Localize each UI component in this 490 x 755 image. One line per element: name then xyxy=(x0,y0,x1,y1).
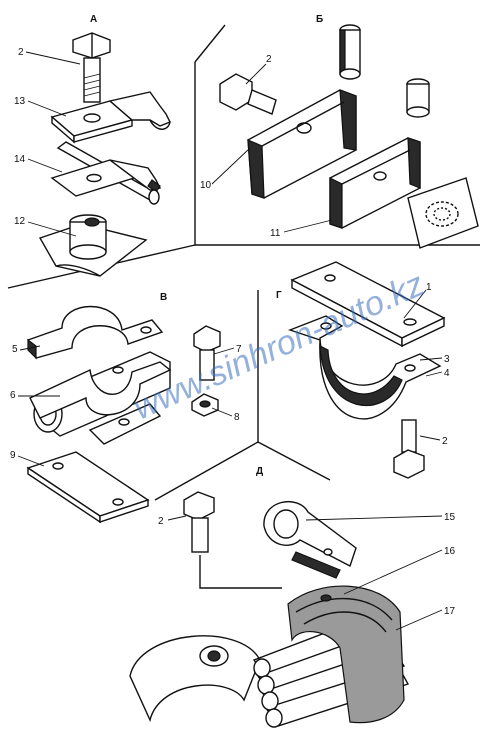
bracket-10 xyxy=(247,89,357,199)
section-v: В xyxy=(10,292,242,524)
panel-dividers xyxy=(7,24,480,589)
plate-9 xyxy=(26,451,150,524)
label-a-12: 12 xyxy=(14,216,26,227)
bolt-2-g xyxy=(393,419,425,479)
label-a-2: 2 xyxy=(18,47,24,58)
clamp-5 xyxy=(27,305,164,360)
plate-1 xyxy=(290,261,446,348)
bolt-2-a xyxy=(72,32,111,103)
bolt-2-b xyxy=(219,73,277,115)
section-g: Г 1 3 4 2 xyxy=(276,261,450,479)
label-d-17: 17 xyxy=(444,606,456,617)
section-a: А xyxy=(14,14,171,277)
section-v-title: В xyxy=(160,292,167,303)
section-b-title: Б xyxy=(316,14,323,25)
bracket-13 xyxy=(50,91,171,144)
label-v-8: 8 xyxy=(234,412,240,423)
pipe-clamp-6 xyxy=(29,351,172,445)
band-16 xyxy=(287,585,405,724)
section-d-title: Д xyxy=(256,466,263,477)
section-g-title: Г xyxy=(276,290,282,301)
label-v-9: 9 xyxy=(10,450,16,461)
label-g-2: 2 xyxy=(442,436,448,447)
label-v-5: 5 xyxy=(12,344,18,355)
label-b-2: 2 xyxy=(266,54,272,65)
section-a-title: А xyxy=(90,14,97,25)
bracket-11 xyxy=(329,137,421,229)
label-d-15: 15 xyxy=(444,512,456,523)
cable-bundle-17 xyxy=(129,585,410,728)
section-b: Б xyxy=(200,14,479,249)
label-g-3: 3 xyxy=(444,354,450,365)
label-d-16: 16 xyxy=(444,546,456,557)
label-g-1: 1 xyxy=(426,282,432,293)
label-a-13: 13 xyxy=(14,96,26,107)
bolt-2-d xyxy=(183,491,215,553)
pin-b xyxy=(339,24,361,80)
section-d: Д xyxy=(129,466,456,728)
clamp-14 xyxy=(50,141,162,205)
label-g-4: 4 xyxy=(444,368,450,379)
label-d-2: 2 xyxy=(158,516,164,527)
washer-plate-b xyxy=(407,177,479,249)
spacer-12 xyxy=(38,214,148,277)
label-v-7: 7 xyxy=(236,344,242,355)
label-b-10: 10 xyxy=(200,180,212,191)
clip-15 xyxy=(263,500,357,579)
label-b-11: 11 xyxy=(270,228,281,239)
sleeve-b xyxy=(406,78,430,118)
label-a-14: 14 xyxy=(14,154,26,165)
label-v-6: 6 xyxy=(10,390,16,401)
bolt-7 xyxy=(193,325,221,381)
clamp-3-4 xyxy=(287,315,442,420)
